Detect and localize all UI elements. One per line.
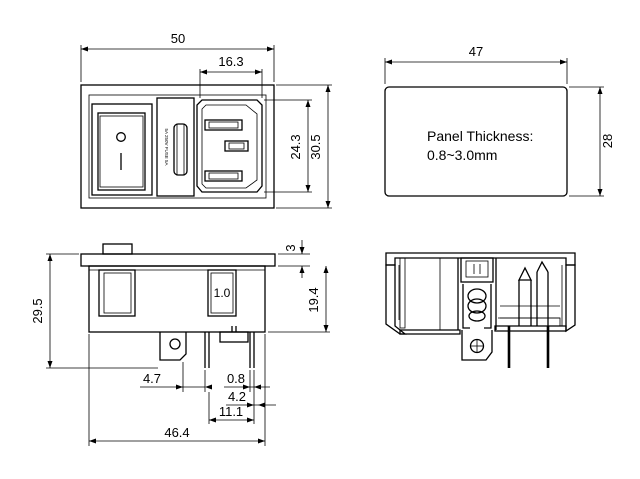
svg-text:16.3: 16.3 xyxy=(218,54,243,69)
side-body xyxy=(88,265,266,333)
svg-text:24.3: 24.3 xyxy=(288,134,303,159)
iec-inlet xyxy=(196,99,263,193)
panel-cutout-view: Panel Thickness: 0.8~3.0mm 47 28 xyxy=(384,44,615,197)
front-outline xyxy=(80,84,275,209)
side-inlet-window xyxy=(207,269,237,317)
svg-text:46.4: 46.4 xyxy=(164,425,189,440)
off-symbol xyxy=(116,132,126,142)
svg-text:3: 3 xyxy=(283,244,298,251)
dim-pin-span: 11.1 xyxy=(208,392,255,424)
section-pins xyxy=(498,260,561,368)
panel-thickness-value: 0.8~3.0mm xyxy=(427,147,497,163)
dim-flange: 3 xyxy=(278,240,310,278)
cutout-outline xyxy=(384,86,568,197)
dim-pin-width: 4.2 xyxy=(226,389,276,412)
dim-body-depth: 19.4 xyxy=(268,266,330,333)
dim-pin-thickness: 0.8 xyxy=(224,370,270,392)
fuse-holder: 5A 250V FUSE 5A xyxy=(156,97,195,197)
section-right-wall xyxy=(565,264,576,333)
section-flange xyxy=(385,252,576,266)
side-top-tab xyxy=(102,243,133,255)
dim-body-length: 46.4 xyxy=(88,334,266,446)
side-switch-label: 1.0 xyxy=(214,286,231,300)
section-left-wall xyxy=(385,264,407,335)
dim-cutout-width: 47 xyxy=(384,44,568,84)
section-screw-terminal xyxy=(461,330,493,361)
fuse-rating-text: 5A 250V FUSE 5A xyxy=(164,128,169,165)
side-view: 1.0 3 19.4 xyxy=(30,240,330,446)
svg-text:0.8: 0.8 xyxy=(227,371,245,386)
dim-cutout-height: 28 xyxy=(569,86,615,197)
cross-section-view xyxy=(385,252,576,368)
dim-overall-height: 30.5 xyxy=(276,84,332,209)
side-terminals xyxy=(159,326,255,368)
rocker-switch xyxy=(91,103,153,196)
inlet-pin-top xyxy=(204,119,243,131)
dim-total-height: 29.5 xyxy=(30,253,158,369)
panel-thickness-label: Panel Thickness: xyxy=(427,128,533,144)
inlet-pin-middle xyxy=(224,140,249,152)
dim-inlet-width: 16.3 xyxy=(199,54,263,98)
dim-inlet-height: 24.3 xyxy=(264,99,312,193)
svg-text:29.5: 29.5 xyxy=(30,298,45,323)
svg-text:47: 47 xyxy=(469,44,483,59)
dim-pin-offset: 4.7 xyxy=(140,362,212,392)
svg-text:11.1: 11.1 xyxy=(219,404,243,419)
section-switch-mechanism xyxy=(457,257,497,330)
svg-text:19.4: 19.4 xyxy=(306,287,321,312)
svg-text:4.2: 4.2 xyxy=(228,389,246,404)
side-switch-window xyxy=(98,269,136,317)
side-flange xyxy=(80,253,276,267)
inlet-pin-bottom xyxy=(204,170,243,182)
svg-text:4.7: 4.7 xyxy=(143,371,161,386)
dim-overall-width: 50 xyxy=(80,31,275,82)
svg-text:30.5: 30.5 xyxy=(308,134,323,159)
svg-text:50: 50 xyxy=(171,31,185,46)
front-view: 5A 250V FUSE 5A 50 xyxy=(80,31,332,209)
svg-text:28: 28 xyxy=(600,134,615,148)
